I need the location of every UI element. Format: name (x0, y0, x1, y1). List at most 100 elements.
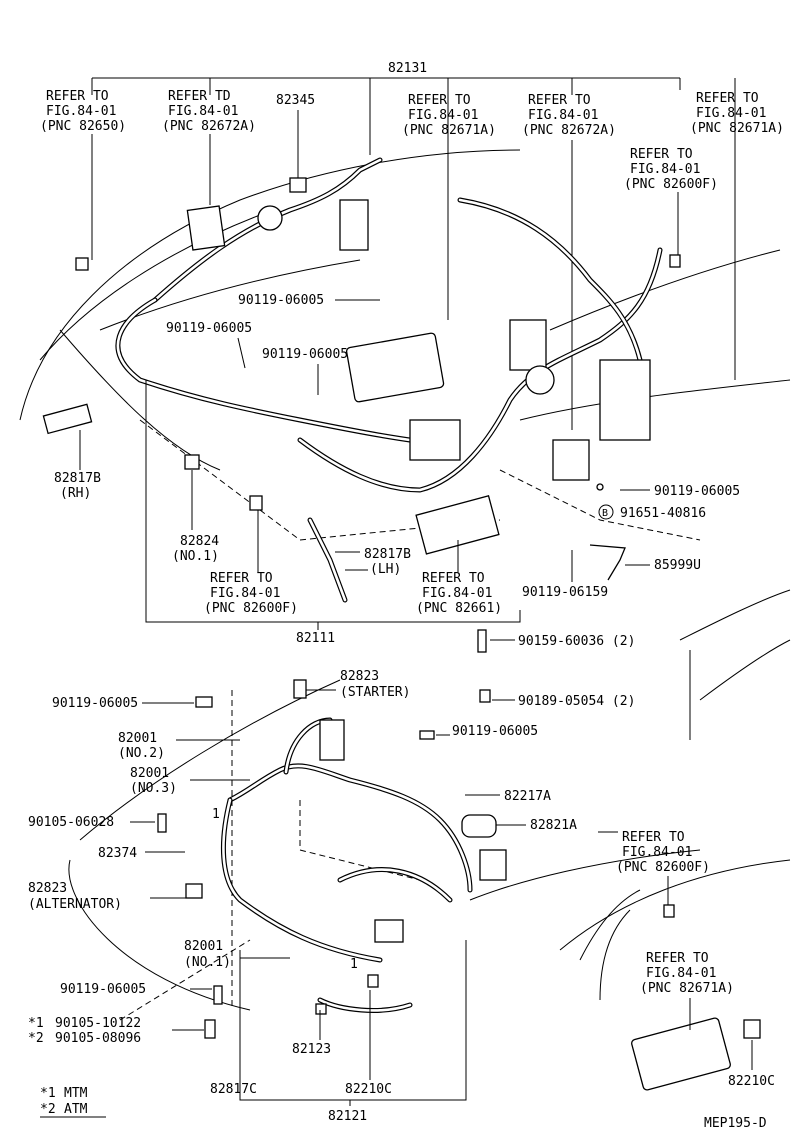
ref-82672a-left: REFER TD FIG.84-01 (PNC 82672A) (162, 89, 256, 205)
svg-text:(PNC 82600F): (PNC 82600F) (616, 860, 710, 875)
label-asterisk-parts: *1 90105-10122 *2 90105-08096 (28, 1016, 204, 1046)
svg-text:90159-60036 (2): 90159-60036 (2) (518, 634, 635, 649)
svg-text:82824: 82824 (180, 534, 219, 549)
label-bolt-90119-06005-a: 90119-06005 (238, 293, 380, 308)
svg-text:82345: 82345 (276, 93, 315, 108)
body-outline-upper (19, 149, 791, 541)
diagram-code: MEP195-D (704, 1116, 767, 1131)
svg-text:REFER TO: REFER TO (622, 830, 685, 845)
label-90105-06028: 90105-06028 1 (28, 807, 220, 830)
svg-text:(PNC 82650): (PNC 82650) (40, 119, 126, 134)
svg-text:FIG.84-01: FIG.84-01 (622, 845, 692, 860)
svg-text:(PNC 82672A): (PNC 82672A) (522, 123, 616, 138)
svg-text:82823: 82823 (340, 669, 379, 684)
label-90119-06159: 90119-06159 (522, 550, 608, 600)
svg-text:(PNC 82671A): (PNC 82671A) (402, 123, 496, 138)
label-bolt-90119-06005-d: 90119-06005 (620, 484, 740, 499)
svg-text:(PNC 82671A): (PNC 82671A) (690, 121, 784, 136)
svg-text:REFER TO: REFER TO (46, 89, 109, 104)
svg-text:82817C: 82817C (210, 1082, 257, 1097)
bracket-82111: 82111 (145, 380, 521, 646)
label-82817b-rh: 82817B (RH) (54, 430, 101, 501)
label-82823-alternator: 82823 (ALTERNATOR) (28, 881, 186, 912)
svg-text:REFER TO: REFER TO (528, 93, 591, 108)
ref-82671a-b: REFER TO FIG.84-01 (PNC 82671A) (690, 91, 784, 136)
label-82821a: 82821A (496, 818, 577, 833)
svg-text:(RH): (RH) (60, 486, 91, 501)
svg-text:FIG.84-01: FIG.84-01 (168, 104, 238, 119)
svg-text:1: 1 (212, 807, 220, 822)
svg-text:90119-06005: 90119-06005 (238, 293, 324, 308)
svg-text:90105-06028: 90105-06028 (28, 815, 114, 830)
bracket-82121: 82817C 82210C 82121 (210, 940, 467, 1124)
ref-82600f-upper: REFER TO FIG.84-01 (PNC 82600F) (624, 147, 718, 255)
svg-text:(PNC 82661): (PNC 82661) (416, 601, 502, 616)
svg-text:82001: 82001 (118, 731, 157, 746)
svg-text:82001: 82001 (130, 766, 169, 781)
svg-text:90119-06005: 90119-06005 (654, 484, 740, 499)
svg-text:REFER TO: REFER TO (408, 93, 471, 108)
svg-text:ATM: ATM (64, 1102, 88, 1117)
svg-text:82217A: 82217A (504, 789, 551, 804)
label-bolt-90119-06005-e: 90119-06005 (52, 696, 194, 711)
svg-text:90119-06005: 90119-06005 (452, 724, 538, 739)
label-82824: 82824 (NO.1) (172, 470, 219, 564)
svg-text:82001: 82001 (184, 939, 223, 954)
svg-text:FIG.84-01: FIG.84-01 (408, 108, 478, 123)
svg-text:MTM: MTM (64, 1086, 88, 1101)
label-82123: 82123 (292, 1010, 331, 1057)
svg-text:82821A: 82821A (530, 818, 577, 833)
svg-text:REFER TO: REFER TO (210, 571, 273, 586)
svg-text:90119-06005: 90119-06005 (52, 696, 138, 711)
ref-82600f-mid: REFER TO FIG.84-01 (PNC 82600F) (204, 510, 298, 616)
svg-text:REFER TD: REFER TD (168, 89, 231, 104)
svg-text:(ALTERNATOR): (ALTERNATOR) (28, 897, 122, 912)
ref-82671a-a: REFER TO FIG.84-01 (PNC 82671A) (402, 93, 496, 138)
harness-82121 (221, 717, 473, 1013)
svg-text:(LH): (LH) (370, 562, 401, 577)
label-82001-no1: 82001 (NO.1) 1 (184, 939, 358, 972)
svg-text:FIG.84-01: FIG.84-01 (210, 586, 280, 601)
svg-text:90105-10122: 90105-10122 (55, 1016, 141, 1031)
label-82001-no2: 82001 (NO.2) (118, 731, 240, 761)
svg-text:*2: *2 (28, 1031, 44, 1046)
label-82817b-lh: 82817B (LH) (335, 547, 411, 577)
ref-82671a-lower: REFER TO FIG.84-01 (PNC 82671A) (640, 951, 734, 1030)
ref-82650: REFER TO FIG.84-01 (PNC 82650) (40, 89, 126, 260)
ref-82661: REFER TO FIG.84-01 (PNC 82661) (416, 540, 502, 616)
svg-text:FIG.84-01: FIG.84-01 (646, 966, 716, 981)
ref-82672a-right: REFER TO FIG.84-01 (PNC 82672A) (522, 93, 616, 430)
svg-text:*2: *2 (40, 1102, 56, 1117)
svg-text:82210C: 82210C (345, 1082, 392, 1097)
svg-text:82817B: 82817B (54, 471, 101, 486)
svg-text:(STARTER): (STARTER) (340, 685, 410, 700)
svg-text:82210C: 82210C (728, 1074, 775, 1089)
svg-text:90119-06005: 90119-06005 (262, 347, 348, 362)
svg-text:(NO.1): (NO.1) (172, 549, 219, 564)
bracket-82131: 82131 (91, 61, 736, 380)
label-90189-05054: 90189-05054 (2) (492, 694, 635, 709)
svg-text:(PNC 82600F): (PNC 82600F) (204, 601, 298, 616)
label-82374: 82374 (98, 846, 185, 861)
svg-text:82123: 82123 (292, 1042, 331, 1057)
label-85999u: 85999U (589, 544, 701, 581)
label-82823-starter: 82823 (STARTER) (306, 669, 410, 700)
svg-text:(PNC 82671A): (PNC 82671A) (640, 981, 734, 996)
svg-text:(PNC 82600F): (PNC 82600F) (624, 177, 718, 192)
svg-text:90119-06159: 90119-06159 (522, 585, 608, 600)
svg-text:82817B: 82817B (364, 547, 411, 562)
svg-text:*1: *1 (40, 1086, 56, 1101)
svg-text:FIG.84-01: FIG.84-01 (696, 106, 766, 121)
svg-text:(NO.1): (NO.1) (184, 955, 231, 970)
svg-text:85999U: 85999U (654, 558, 701, 573)
svg-text:REFER TO: REFER TO (422, 571, 485, 586)
components-upper (42, 177, 681, 555)
svg-text:90189-05054 (2): 90189-05054 (2) (518, 694, 635, 709)
components-lower (157, 629, 761, 1091)
svg-text:(NO.3): (NO.3) (130, 781, 177, 796)
label-82001-no3: 82001 (NO.3) (130, 766, 250, 796)
svg-text:90119-06005: 90119-06005 (166, 321, 252, 336)
svg-text:(NO.2): (NO.2) (118, 746, 165, 761)
